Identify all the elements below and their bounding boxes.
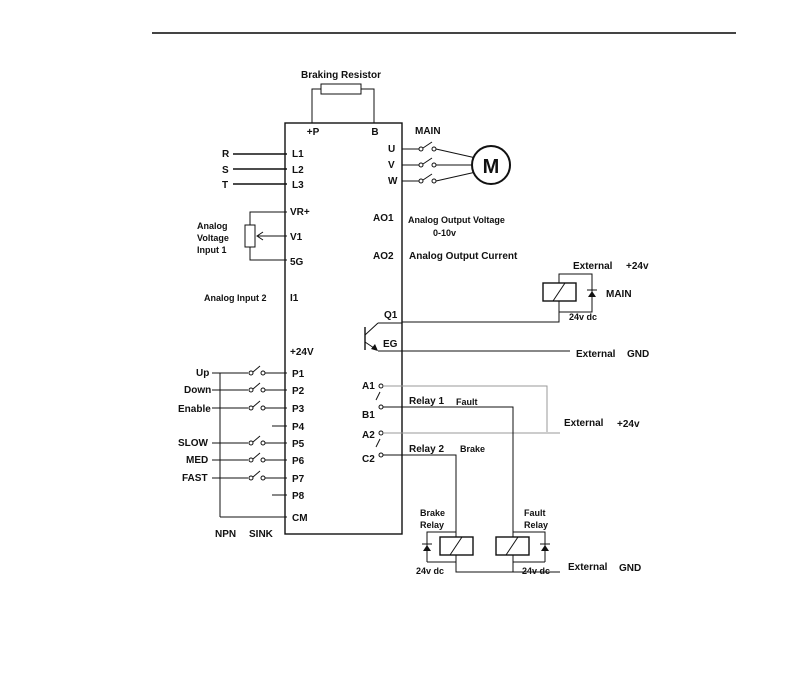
- analog-voltage-input-label-1: Analog: [197, 221, 228, 231]
- terminal-p7: P7: [292, 474, 305, 485]
- input-down-label: Down: [184, 385, 211, 396]
- input-fast-label: FAST: [182, 473, 208, 484]
- resistor-wire-right: [361, 88, 375, 123]
- terminal-p4: P4: [292, 422, 305, 433]
- phase-r-label: R: [222, 149, 230, 160]
- fault-relay-label-1: Fault: [524, 508, 546, 518]
- fault-relay-diode-icon: [540, 537, 550, 562]
- external-gnd-bottom-value: GND: [619, 563, 641, 574]
- input-switches: [212, 365, 287, 496]
- brake-relay-dc-label: 24v dc: [416, 566, 444, 576]
- terminal-b1: B1: [362, 410, 375, 421]
- relay2-output-wire: [383, 454, 457, 537]
- braking-resistor-label: Braking Resistor: [301, 70, 381, 81]
- fault-relay-coil-mark: [505, 536, 519, 556]
- input-med-label: MED: [186, 455, 208, 466]
- relay2-brake-label: Brake: [460, 444, 485, 454]
- terminal-p8: P8: [292, 491, 305, 502]
- brake-diode-top-wire: [426, 531, 456, 537]
- relay2-label: Relay 2: [409, 444, 444, 455]
- terminal-b: B: [371, 127, 378, 138]
- ao1-range: 0-10v: [433, 228, 456, 238]
- terminal-24v: +24V: [290, 347, 314, 358]
- relay-ground-bus: [455, 562, 560, 573]
- terminal-a2: A2: [362, 430, 375, 441]
- brake-relay-diode-icon: [422, 537, 432, 562]
- terminal-ao1: AO1: [373, 213, 394, 224]
- resistor-wire-left: [311, 88, 321, 123]
- input-up-label: Up: [196, 368, 209, 379]
- external-24v-mid-label: External: [564, 418, 604, 429]
- analog-voltage-input-label-2: Voltage: [197, 233, 229, 243]
- motor-icon: [471, 145, 511, 185]
- main-relay-return-wire: [559, 308, 593, 313]
- terminal-i1: I1: [290, 293, 299, 304]
- diagram-panel: [152, 30, 736, 602]
- phase-s-label: S: [222, 165, 229, 176]
- external-gnd-label: External: [576, 349, 616, 360]
- terminal-ao2: AO2: [373, 251, 394, 262]
- main-relay-diode-icon: [587, 283, 597, 308]
- terminal-l1: L1: [292, 149, 304, 160]
- main-relay-label: MAIN: [606, 289, 632, 300]
- sink-label: SINK: [249, 529, 274, 540]
- terminal-u: U: [388, 144, 395, 155]
- main-contactor-label: MAIN: [415, 126, 441, 137]
- terminal-p3: P3: [292, 404, 305, 415]
- external-24v-mid-value: +24v: [617, 419, 640, 430]
- terminal-p1: P1: [292, 369, 305, 380]
- terminal-a1: A1: [362, 381, 375, 392]
- npn-label: NPN: [215, 529, 236, 540]
- input-enable-label: Enable: [178, 404, 211, 415]
- brake-relay-label-2: Relay: [420, 520, 444, 530]
- terminal-eg: EG: [383, 339, 398, 350]
- ao2-description: Analog Output Current: [409, 251, 518, 262]
- motor-symbol: M: [483, 156, 500, 178]
- external-gnd-bottom-label: External: [568, 562, 608, 573]
- relay1-fault-label: Fault: [456, 397, 478, 407]
- main-relay-coil-mark: [552, 282, 566, 302]
- terminal-p6: P6: [292, 456, 305, 467]
- fault-relay-dc-label: 24v dc: [522, 566, 550, 576]
- external-gnd-value: GND: [627, 349, 649, 360]
- relay1-output-wire: [383, 406, 514, 537]
- input-slow-label: SLOW: [178, 438, 209, 449]
- external-24v-top-value: +24v: [626, 261, 649, 272]
- brake-relay-coil-mark: [449, 536, 463, 556]
- terminal-c2: C2: [362, 454, 375, 465]
- terminal-l3: L3: [292, 180, 304, 191]
- terminal-p5: P5: [292, 439, 305, 450]
- fault-relay-label-2: Relay: [524, 520, 548, 530]
- terminal-v: V: [388, 160, 395, 171]
- ao1-description: Analog Output Voltage: [408, 215, 505, 225]
- terminal-5g: 5G: [290, 257, 304, 268]
- main-contactor-contacts: [402, 141, 477, 184]
- dc-top-label: 24v dc: [569, 312, 597, 322]
- drive-box: [284, 122, 403, 535]
- relay1-label: Relay 1: [409, 396, 444, 407]
- brake-relay-label-1: Brake: [420, 508, 445, 518]
- terminal-p2: P2: [292, 386, 305, 397]
- relay1-common-wire: [383, 385, 548, 432]
- terminal-l2: L2: [292, 165, 304, 176]
- analog-voltage-input-label-3: Input 1: [197, 245, 227, 255]
- q1-output-wire: [402, 301, 560, 323]
- terminal-p-plus: +P: [307, 127, 320, 138]
- fault-diode-top-wire: [513, 531, 546, 537]
- terminal-q1: Q1: [384, 310, 398, 321]
- analog-input-2-label: Analog Input 2: [204, 293, 267, 303]
- terminal-w: W: [388, 176, 398, 187]
- pot-wire-top: [249, 211, 287, 225]
- pot-wiper-arrow: [256, 231, 264, 241]
- terminal-vr-plus: VR+: [290, 207, 310, 218]
- main-relay-supply-wire: [558, 273, 593, 283]
- external-24v-top-label: External: [573, 261, 613, 272]
- terminal-cm: CM: [292, 513, 308, 524]
- phase-t-label: T: [222, 180, 228, 191]
- output-transistor: [364, 322, 402, 351]
- pot-wire-bottom: [249, 247, 287, 261]
- terminal-v1: V1: [290, 232, 303, 243]
